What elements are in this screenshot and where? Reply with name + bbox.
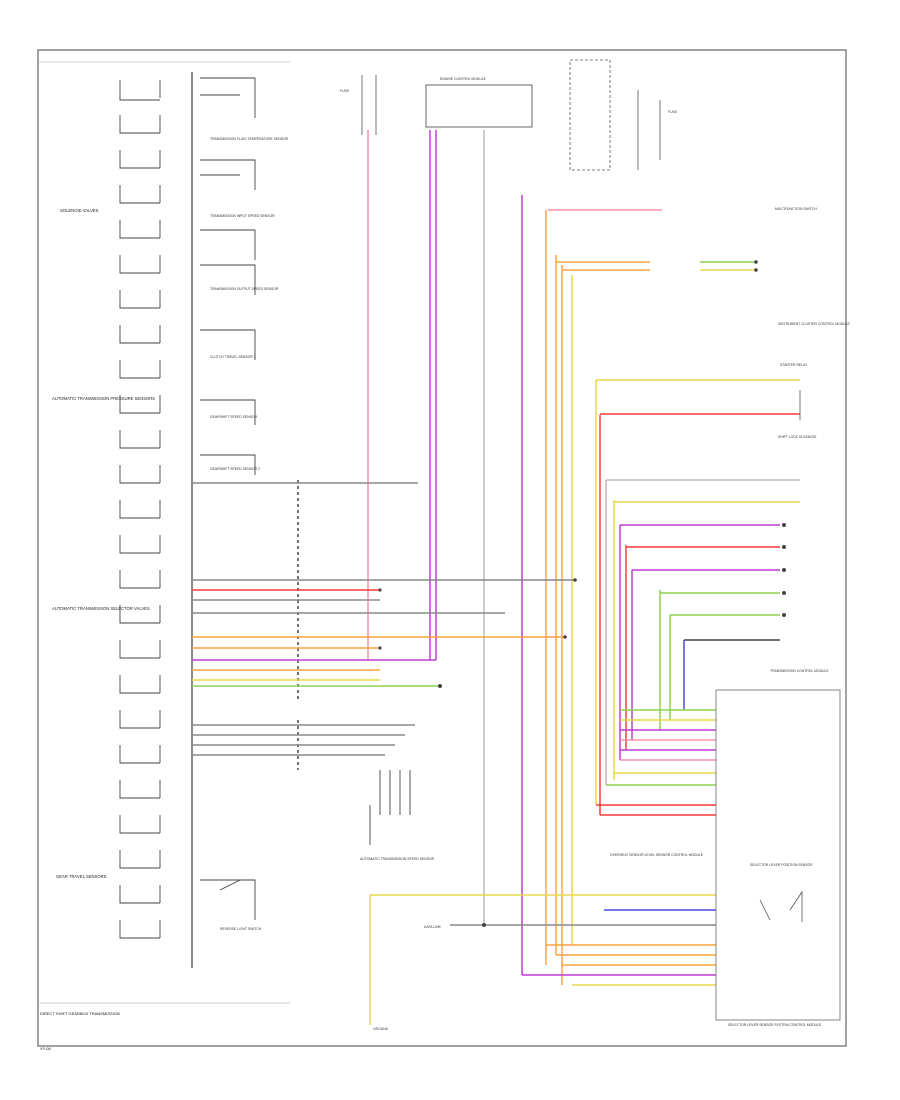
sensor-label-output-speed: TRANSMISSION OUTPUT SPEED SENSOR bbox=[210, 287, 279, 291]
module-wires bbox=[606, 709, 716, 786]
diagram-frame bbox=[37, 49, 847, 1047]
sensor-label-gearshift-speed: GEARSHIFT SPEED SENSOR bbox=[210, 415, 258, 419]
speed-sensor-label: AUTOMATIC TRANSMISSION SPEED SENSOR bbox=[360, 857, 435, 861]
transmission-control-label: TRANSMISSION CONTROL MODULE bbox=[770, 669, 829, 673]
selector-lever-label: SELECTOR LEVER POSITION SENSOR bbox=[750, 863, 813, 867]
left-label-solenoid-valves: SOLENOID VALVES bbox=[60, 208, 99, 213]
engine-control-module bbox=[425, 84, 533, 128]
engine-module-label: ENGINE CONTROL MODULE bbox=[440, 77, 487, 81]
fuse-right-label: FUSE bbox=[668, 110, 678, 114]
left-label-pressure-sensors: AUTOMATIC TRANSMISSION PRESSURE SENSORS bbox=[52, 396, 155, 401]
ground-label: GROUND bbox=[373, 1027, 389, 1031]
starter-relay-label: STARTER RELAY bbox=[780, 363, 808, 367]
connector-dots bbox=[378, 260, 786, 650]
sensor-label-gearshift-speed-2: GEARSHIFT SPEED SENSOR 2 bbox=[210, 467, 260, 471]
data-link-label: DATA LINK bbox=[424, 925, 442, 929]
overheat-label: OVERHEAT SENSOR LEVEL SENSOR CONTROL MOD… bbox=[610, 853, 704, 857]
footer-code: VY-06 bbox=[40, 1046, 52, 1051]
solenoid-valve-column bbox=[119, 80, 161, 939]
multifunction-label: MULTIFUNCTION SWITCH bbox=[775, 207, 817, 211]
sensor-label-clutch-travel: CLUTCH TRAVEL SENSOR 1 bbox=[210, 355, 256, 359]
left-label-selector-valves: AUTOMATIC TRANSMISSION SELECTOR VALVES bbox=[52, 606, 150, 611]
selector-sensor-module-label: SELECTOR LEVER SENSOR SYSTEM CONTROL MOD… bbox=[728, 1023, 822, 1027]
left-label-travel-sensors: GEAR TRAVEL SENSORS bbox=[56, 874, 107, 879]
sensor-label-input-speed: TRANSMISSION INPUT SPEED SENSOR bbox=[210, 214, 275, 218]
sensor-label-fluid-temp: TRANSMISSION FLUID TEMPERATURE SENSOR bbox=[210, 137, 289, 141]
sensor-column bbox=[200, 77, 256, 920]
transmission-control-module bbox=[715, 689, 841, 1021]
footer-left-label: DIRECT SHIFT GEARBOX TRANSMISSION bbox=[40, 1011, 120, 1016]
shift-lock-label: SHIFT LOCK SOLENOID bbox=[778, 435, 817, 439]
fuse-left-label: FUSE bbox=[340, 89, 350, 93]
instrument-cluster-label: INSTRUMENT CLUSTER CONTROL MODULE bbox=[778, 322, 851, 326]
horizontal-wires bbox=[192, 209, 800, 986]
vertical-wires bbox=[297, 130, 685, 1025]
sensor-label-reverse-light: REVERSE LIGHT SWITCH bbox=[220, 927, 262, 931]
